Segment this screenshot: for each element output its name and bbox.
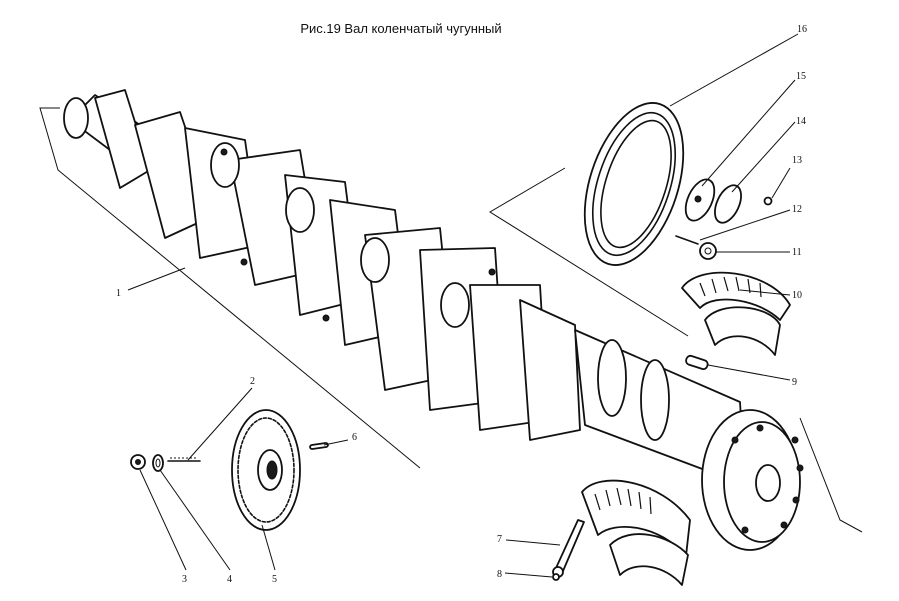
group-bracket-left <box>39 107 421 469</box>
bolt-7 <box>552 519 585 578</box>
bolt-2 <box>167 457 201 462</box>
callout-4: 4 <box>227 574 232 585</box>
plate-15 <box>684 178 716 222</box>
callout-9: 9 <box>792 377 797 388</box>
callout-6: 6 <box>352 432 357 443</box>
nut-3 <box>130 454 146 470</box>
callout-12: 12 <box>792 204 802 215</box>
key-6 <box>309 442 329 450</box>
lock-plate-14 <box>714 184 742 224</box>
dowel-9 <box>685 354 709 371</box>
washer-4 <box>152 454 164 472</box>
lower-bearing-shells <box>581 479 691 586</box>
figure-title: Рис.19 Вал коленчатый чугунный <box>300 21 502 36</box>
nut-11 <box>699 242 717 260</box>
timing-gear <box>231 409 301 531</box>
callout-11: 11 <box>792 247 802 258</box>
callout-16: 16 <box>797 24 807 35</box>
ring-gear <box>583 102 685 266</box>
callout-8: 8 <box>497 569 502 580</box>
callout-2: 2 <box>250 376 255 387</box>
bolt-13 <box>763 196 773 206</box>
callout-1: 1 <box>116 288 121 299</box>
callout-13: 13 <box>792 155 802 166</box>
crankshaft <box>63 89 804 551</box>
leader-lines <box>127 33 799 578</box>
callout-5: 5 <box>272 574 277 585</box>
callout-15: 15 <box>796 71 806 82</box>
pin-12 <box>675 235 699 245</box>
callout-7: 7 <box>497 534 502 545</box>
callout-labels: 1 2 3 4 5 6 7 8 9 10 11 12 13 14 15 16 <box>116 24 807 585</box>
callout-3: 3 <box>182 574 187 585</box>
pin-8 <box>552 573 560 581</box>
callout-14: 14 <box>796 116 806 127</box>
callout-10: 10 <box>792 290 802 301</box>
bearing-shells-10 <box>681 271 791 356</box>
group-bracket-right <box>489 167 863 533</box>
